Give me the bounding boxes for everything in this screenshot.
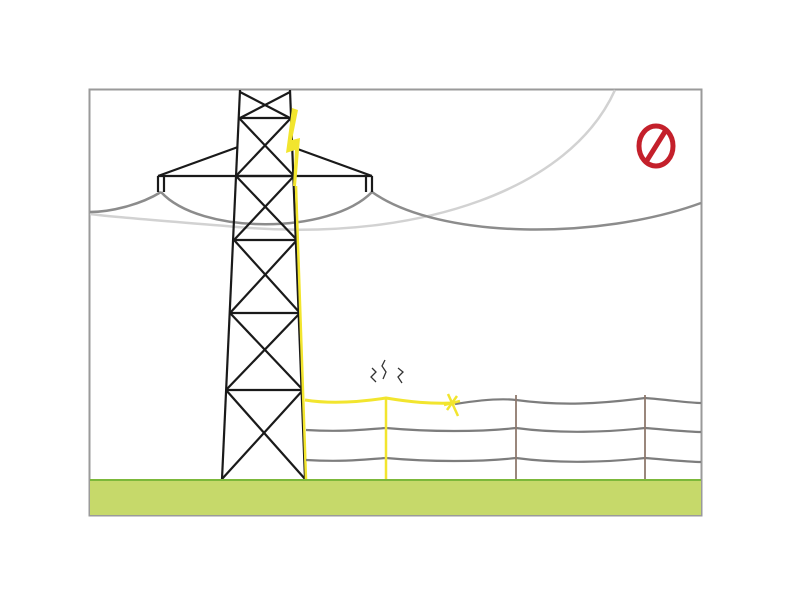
heat-squiggle-icon — [370, 359, 404, 384]
cable-left — [89, 190, 162, 214]
spark-icon — [443, 393, 461, 417]
ground — [90, 480, 701, 515]
lightning-icon — [286, 108, 300, 186]
fence-wire-electrified — [304, 396, 456, 405]
prohibition-icon — [636, 123, 676, 169]
current-path-tower — [294, 185, 308, 480]
cable-middle — [160, 191, 373, 226]
cable-far — [89, 89, 617, 232]
cable-right — [371, 190, 702, 231]
pylon-icon — [156, 89, 374, 480]
illustration-frame — [88, 88, 703, 517]
power-cables — [89, 190, 702, 231]
fence-icon — [304, 395, 702, 479]
